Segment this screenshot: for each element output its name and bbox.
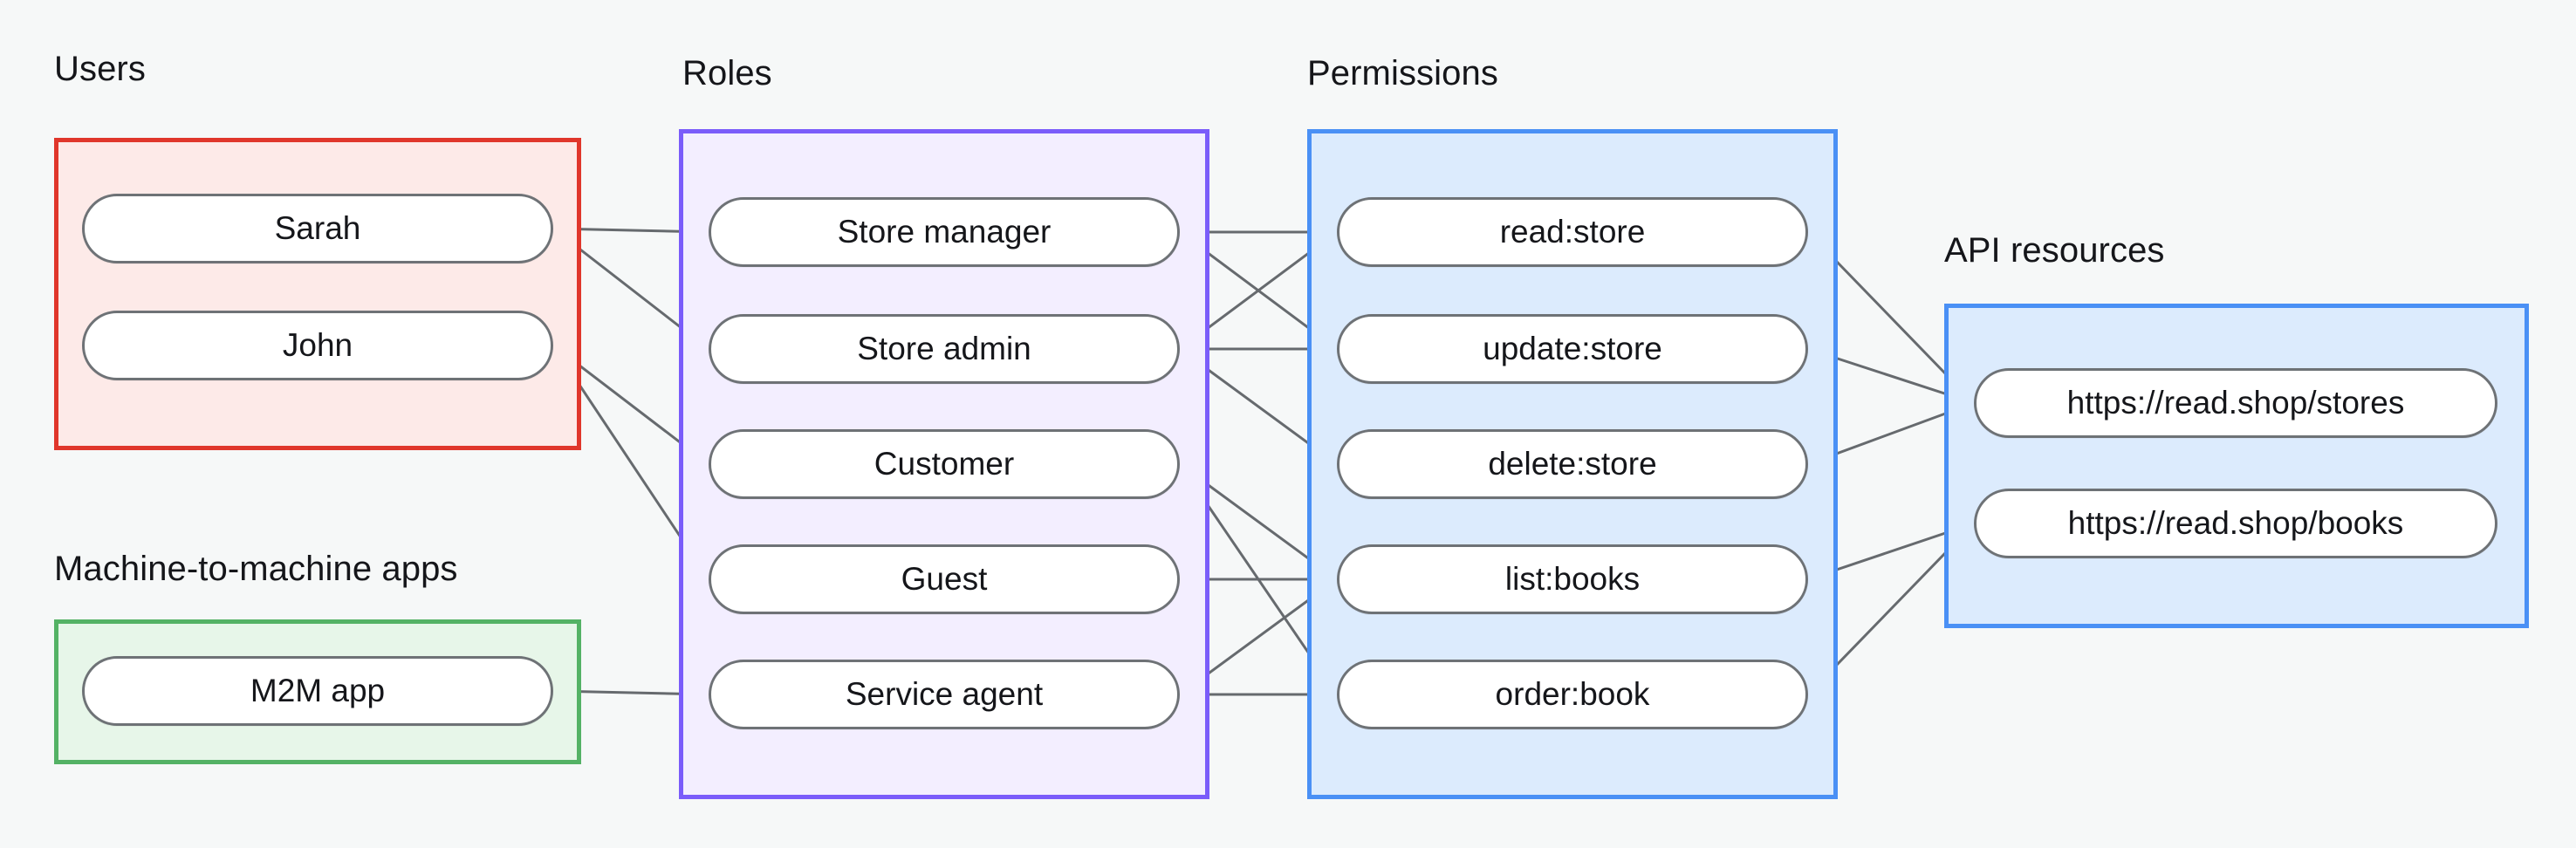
group-label-api-resources: API resources [1944, 231, 2165, 270]
group-label-users: Users [54, 50, 146, 88]
node-user-sarah[interactable]: Sarah [82, 194, 553, 263]
node-role-customer[interactable]: Customer [709, 429, 1180, 499]
group-box-users [54, 138, 581, 450]
node-permission-order-book[interactable]: order:book [1337, 660, 1808, 729]
node-role-store-manager[interactable]: Store manager [709, 197, 1180, 267]
node-api-resource-stores[interactable]: https://read.shop/stores [1974, 368, 2497, 438]
group-box-api-resources [1944, 304, 2529, 628]
node-m2m-app[interactable]: M2M app [82, 656, 553, 726]
node-permission-read-store[interactable]: read:store [1337, 197, 1808, 267]
group-label-permissions: Permissions [1307, 54, 1498, 92]
node-api-resource-books[interactable]: https://read.shop/books [1974, 489, 2497, 558]
group-label-roles: Roles [682, 54, 772, 92]
node-role-store-admin[interactable]: Store admin [709, 314, 1180, 384]
node-permission-list-books[interactable]: list:books [1337, 544, 1808, 614]
node-role-guest[interactable]: Guest [709, 544, 1180, 614]
group-label-machine-to-machine-apps: Machine-to-machine apps [54, 550, 458, 588]
node-role-service-agent[interactable]: Service agent [709, 660, 1180, 729]
node-permission-delete-store[interactable]: delete:store [1337, 429, 1808, 499]
node-permission-update-store[interactable]: update:store [1337, 314, 1808, 384]
node-user-john[interactable]: John [82, 311, 553, 380]
